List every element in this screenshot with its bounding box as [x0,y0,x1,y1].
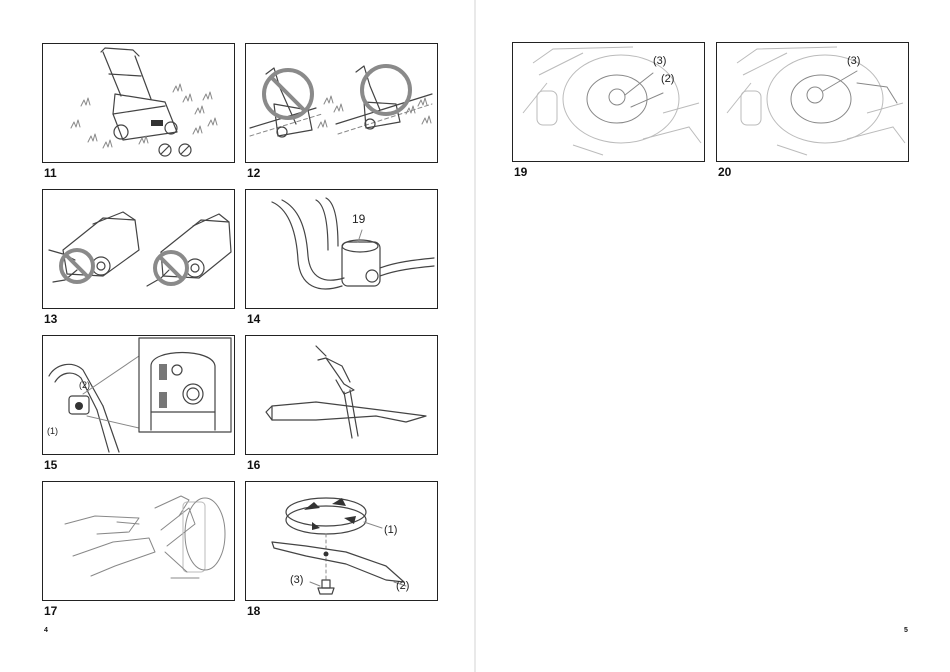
figure-19-callout-2: (2) [661,73,674,85]
figure-15-illustration: (2) (1) [42,335,235,455]
blade-bolt-removal-drawing [513,43,704,161]
hands-near-blade-warning-drawing [43,190,234,308]
handle-switch-box-drawing [246,190,437,308]
figure-17-number: 17 [44,604,57,618]
figure-12-number: 12 [247,166,260,180]
switch-box-detail-drawing [43,336,234,454]
figure-15-callout-2: (2) [79,380,90,390]
figure-19-number: 19 [514,165,527,179]
figure-20-illustration: (3) [716,42,909,162]
figure-17-illustration [42,481,235,601]
mowing-on-slope-drawing [246,44,437,162]
blade-bolt-tightening-drawing [717,43,908,161]
figure-18-callout-2: (2) [396,580,409,592]
figure-20-callout-3: (3) [847,55,860,67]
left-page-number: 4 [44,627,48,634]
figure-18-number: 18 [247,604,260,618]
figure-16-illustration [245,335,438,455]
figure-18-callout-1: (1) [384,524,397,536]
figure-15-callout-1: (1) [47,426,58,436]
figure-16-number: 16 [247,458,260,472]
figure-15-number: 15 [44,458,57,472]
figure-13-illustration [42,189,235,309]
figure-19-callout-3: (3) [653,55,666,67]
blade-sharpening-drawing [43,482,234,600]
figure-11-number: 11 [44,166,57,180]
left-page: 11 12 [0,0,474,672]
figure-19-illustration: (3) (2) [512,42,705,162]
figure-13-number: 13 [44,312,57,326]
right-page-number: 5 [904,627,908,634]
figure-11-illustration [42,43,235,163]
lawnmower-on-lawn-drawing [43,44,234,162]
figure-14-illustration: 19 [245,189,438,309]
figure-18-callout-3: (3) [290,574,303,586]
right-page: (3) (2) 19 (3) 20 5 [476,0,950,672]
figure-20-number: 20 [718,165,731,179]
blade-balance-check-drawing [246,336,437,454]
figure-12-illustration [245,43,438,163]
figure-14-callout-19: 19 [352,212,365,226]
figure-14-number: 14 [247,312,260,326]
figure-18-illustration: (1) (3) (2) [245,481,438,601]
